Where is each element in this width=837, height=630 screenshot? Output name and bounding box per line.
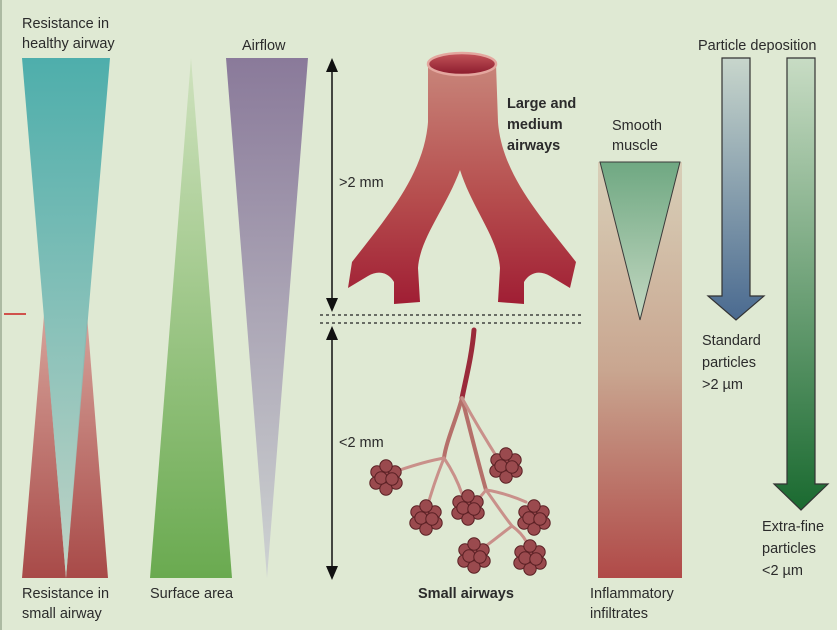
- upper-size-arrow: [326, 58, 338, 312]
- large-medium-airways-label: Large and medium airways: [507, 96, 577, 154]
- alveolus: [379, 482, 393, 496]
- alveolus: [533, 512, 547, 526]
- alveolus: [467, 537, 481, 551]
- resistance-healthy-airway-triangle: [22, 58, 110, 578]
- airflow-triangle: [226, 58, 308, 578]
- alveolus: [527, 522, 541, 536]
- alveolus: [461, 512, 475, 526]
- alveolus: [467, 560, 481, 574]
- standard-particles-label: Standard particles >2 µm: [702, 333, 761, 393]
- size-gt-2mm-label: >2 mm: [339, 175, 384, 191]
- alveolus: [527, 499, 541, 513]
- alveolus: [456, 501, 470, 515]
- airflow-label: Airflow: [242, 38, 286, 54]
- resistance-healthy-airway-label: Resistance in healthy airway: [22, 16, 115, 52]
- alveolus: [467, 502, 481, 516]
- alveolus: [518, 551, 532, 565]
- alveolus: [473, 550, 487, 564]
- smooth-muscle-triangle: [599, 161, 681, 321]
- alveolus: [385, 472, 399, 486]
- alveolus: [494, 459, 508, 473]
- smooth-muscle-label: Smooth muscle: [612, 118, 662, 154]
- small-airways-label: Small airways: [418, 586, 514, 602]
- extrafine-particle-arrow: [772, 57, 830, 511]
- alveoli-clusters: [369, 447, 551, 576]
- alveolus: [425, 512, 439, 526]
- alveolus: [379, 459, 393, 473]
- alveolus: [419, 522, 433, 536]
- resistance-small-airway-right-triangle: [66, 315, 108, 578]
- alveolus: [522, 511, 536, 525]
- particle-deposition-label: Particle deposition: [698, 38, 817, 54]
- standard-particle-arrow: [706, 57, 766, 321]
- resistance-small-airway-label: Resistance in small airway: [22, 586, 110, 622]
- surface-area-triangle: [150, 58, 232, 578]
- alveolus: [414, 511, 428, 525]
- alveolus: [461, 489, 475, 503]
- resistance-small-airway-left-triangle: [22, 315, 66, 578]
- alveolus: [499, 470, 513, 484]
- alveolus: [374, 471, 388, 485]
- alveolus: [529, 552, 543, 566]
- inflammatory-infiltrates-label: Inflammatory infiltrates: [590, 586, 674, 622]
- large-airway-illustration: [348, 51, 576, 304]
- lower-size-arrow: [326, 326, 338, 580]
- surface-area-label: Surface area: [150, 586, 234, 602]
- alveolus: [505, 460, 519, 474]
- alveolus: [419, 499, 433, 513]
- alveolus: [462, 549, 476, 563]
- size-lt-2mm-label: <2 mm: [339, 435, 384, 451]
- extrafine-particles-label: Extra-fine particles <2 µm: [762, 519, 825, 579]
- alveolus: [523, 539, 537, 553]
- alveolus: [499, 447, 513, 461]
- alveolus: [523, 562, 537, 576]
